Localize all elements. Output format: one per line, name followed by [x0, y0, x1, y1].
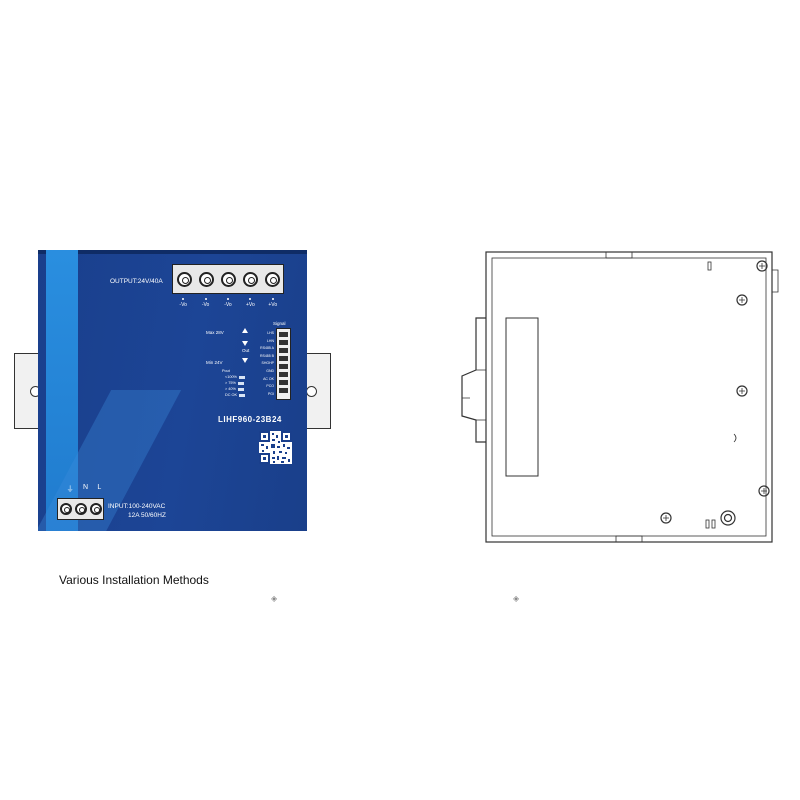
- brand-stripe: [46, 250, 78, 531]
- screw-icon: [176, 271, 192, 287]
- connector-pin: [279, 380, 288, 385]
- connector-pin: [279, 372, 288, 377]
- adjust-max-label: Max 28V: [206, 330, 224, 335]
- output-label: OUTPUT:24V/40A: [110, 278, 163, 285]
- screw-icon: [242, 271, 258, 287]
- signal-pin-label: GND: [266, 368, 274, 373]
- arrow-down-icon: [242, 358, 248, 363]
- connector-pin: [279, 364, 288, 369]
- slot: [711, 519, 716, 529]
- screw-icon: [74, 503, 87, 515]
- line-label: L: [97, 484, 102, 491]
- signal-pin-label: LHS: [267, 331, 274, 335]
- slot: [707, 261, 712, 271]
- signal-pin-label: PCO: [266, 384, 274, 389]
- right-edge-clip: [772, 269, 779, 293]
- terminal-label: +Vo: [240, 298, 260, 308]
- mount-icon: ◈: [513, 594, 520, 603]
- neutral-label: N: [83, 484, 89, 491]
- panel-top-edge: [38, 250, 307, 254]
- power-supply-front-panel: [38, 250, 307, 531]
- terminal-label: -Vo: [218, 298, 238, 308]
- signal-pin-label: LHN: [266, 338, 274, 343]
- input-rating-line2: 12A 50/60HZ: [128, 512, 166, 519]
- led-indicator: DC OK: [225, 393, 246, 397]
- signal-title: Signal: [273, 321, 286, 326]
- din-rail-left: [14, 353, 41, 429]
- input-terminal-symbols: ⏚ N L: [62, 484, 106, 494]
- screw-head-icon: [756, 260, 768, 272]
- screw-icon: [89, 503, 102, 515]
- inner-recess: [505, 317, 539, 477]
- input-rating-line1: INPUT:100-240VAC: [108, 503, 166, 510]
- led-indicator: <100%: [225, 375, 245, 379]
- screw-head-icon: [660, 512, 672, 524]
- terminal-label: -Vo: [173, 298, 193, 308]
- power-supply-side-view: [456, 248, 786, 546]
- screw-icon: [198, 271, 214, 287]
- section-caption: Various Installation Methods: [59, 573, 209, 587]
- screw-icon: [264, 271, 280, 287]
- signal-pin-labels: LHS LHN RS485 A RS485 B SHGHP GND AC OK …: [254, 330, 274, 398]
- screw-head-icon: [736, 385, 748, 397]
- screw-head-icon: [736, 294, 748, 306]
- arrow-up-icon: [242, 328, 248, 333]
- adjust-min-label: Min 24V: [206, 360, 223, 365]
- adjust-out-label: Out: [242, 348, 250, 353]
- led-indicator: > 40%: [225, 387, 244, 391]
- side-body-outline: [485, 251, 773, 543]
- pout-title: Pout: [222, 369, 230, 373]
- signal-pin-label: SHGHP: [261, 361, 274, 366]
- input-rating: INPUT:100-240VAC 12A 50/60HZ: [108, 502, 166, 520]
- screw-icon: [220, 271, 236, 287]
- vent-mark: [733, 433, 737, 443]
- bottom-notch: [615, 535, 643, 542]
- connector-pin: [279, 348, 288, 353]
- connector-pin: [279, 356, 288, 361]
- signal-pin-label: PGI: [267, 391, 274, 396]
- slot: [705, 519, 710, 529]
- terminal-label: +Vo: [263, 298, 283, 308]
- rail-hole: [306, 386, 317, 397]
- connector-pin: [279, 332, 288, 337]
- side-body-inner: [491, 257, 767, 537]
- output-terminal-block: [172, 264, 284, 294]
- terminal-label: -Vo: [196, 298, 216, 308]
- signal-connector: [276, 328, 291, 400]
- adjust-knob-icon: [720, 510, 736, 526]
- screw-icon: [59, 503, 72, 515]
- signal-pin-label: RS485 A: [260, 346, 274, 351]
- din-rail-right: [305, 353, 331, 429]
- led-indicator: > 75%: [225, 381, 244, 385]
- input-terminal-block: [57, 498, 104, 520]
- qr-code-icon: [259, 431, 292, 464]
- connector-pin: [279, 388, 288, 393]
- signal-pin-label: AC OK: [263, 376, 274, 381]
- model-number: LIHF960-23B24: [218, 415, 282, 424]
- signal-pin-label: RS485 B: [259, 353, 274, 358]
- rail-clip: [461, 317, 486, 443]
- connector-pin: [279, 340, 288, 345]
- ground-icon: ⏚: [66, 486, 74, 493]
- mount-icon: ◈: [271, 594, 278, 603]
- arrow-down-icon: [242, 341, 248, 346]
- rail-clip-inner: [462, 369, 486, 421]
- top-notch: [605, 252, 633, 259]
- brand-logo: MORNSUN: [18, 141, 33, 226]
- output-terminal-labels: -Vo -Vo -Vo +Vo +Vo: [172, 298, 284, 308]
- screw-head-icon: [758, 485, 770, 497]
